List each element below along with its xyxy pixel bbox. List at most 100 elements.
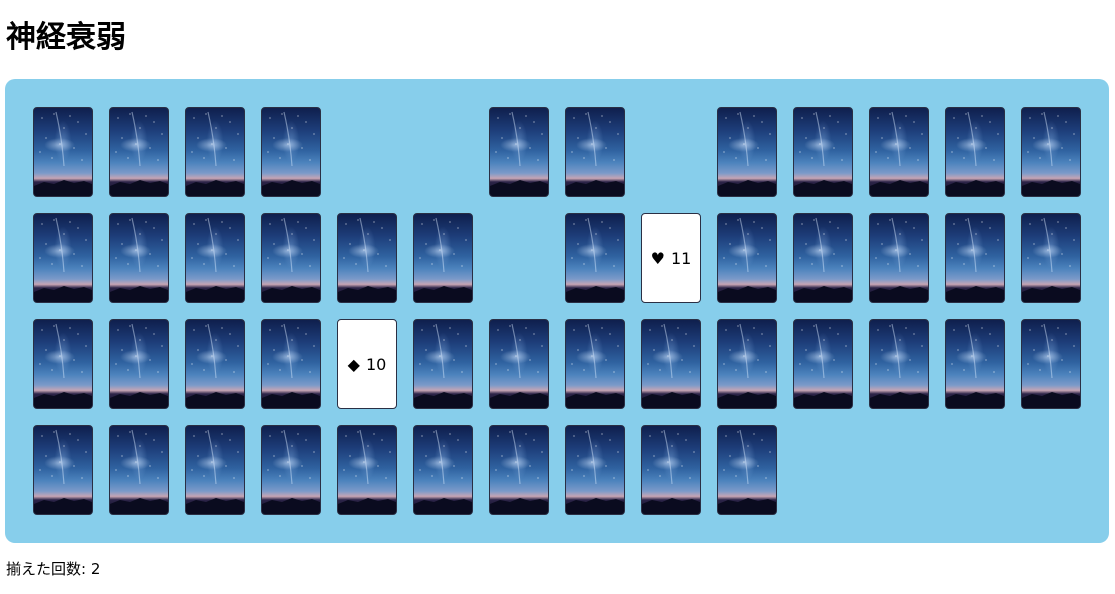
card-back[interactable]: [641, 425, 701, 515]
card-back[interactable]: [717, 107, 777, 197]
card-back[interactable]: [33, 107, 93, 197]
card-back[interactable]: [945, 107, 1005, 197]
card-back[interactable]: [945, 319, 1005, 409]
card-back[interactable]: [1021, 107, 1081, 197]
card-back[interactable]: [565, 213, 625, 303]
card-back[interactable]: [413, 425, 473, 515]
night-sky-image: [946, 217, 1004, 302]
card-back[interactable]: [489, 107, 549, 197]
diamond-icon: ◆: [347, 354, 360, 374]
card-back[interactable]: [869, 213, 929, 303]
card-back[interactable]: [793, 213, 853, 303]
night-sky-image: [794, 111, 852, 196]
card-back[interactable]: [261, 319, 321, 409]
night-sky-image: [566, 111, 624, 196]
night-sky-image: [870, 217, 928, 302]
card-face[interactable]: ◆10: [337, 319, 397, 409]
card-back[interactable]: [33, 425, 93, 515]
night-sky-image: [34, 217, 92, 302]
game-board: ♥11 ◆10: [5, 79, 1109, 543]
night-sky-image: [794, 217, 852, 302]
card-back[interactable]: [413, 319, 473, 409]
night-sky-image: [338, 217, 396, 302]
card-back[interactable]: [489, 425, 549, 515]
night-sky-image: [946, 111, 1004, 196]
card-back[interactable]: [717, 213, 777, 303]
night-sky-image: [946, 323, 1004, 408]
card-back[interactable]: [109, 319, 169, 409]
card-back[interactable]: [337, 213, 397, 303]
card-back[interactable]: [261, 425, 321, 515]
night-sky-image: [34, 323, 92, 408]
night-sky-image: [870, 111, 928, 196]
night-sky-image: [110, 111, 168, 196]
card-back[interactable]: [1021, 319, 1081, 409]
night-sky-image: [110, 323, 168, 408]
night-sky-image: [414, 323, 472, 408]
night-sky-image: [490, 323, 548, 408]
card-back[interactable]: [565, 319, 625, 409]
night-sky-image: [186, 111, 244, 196]
night-sky-image: [186, 429, 244, 514]
night-sky-image: [186, 217, 244, 302]
night-sky-image: [794, 323, 852, 408]
card-back[interactable]: [1021, 213, 1081, 303]
card-back[interactable]: [33, 213, 93, 303]
card-back[interactable]: [565, 425, 625, 515]
night-sky-image: [718, 217, 776, 302]
night-sky-image: [642, 429, 700, 514]
card-back[interactable]: [641, 319, 701, 409]
night-sky-image: [34, 111, 92, 196]
card-back[interactable]: [869, 107, 929, 197]
card-back[interactable]: [717, 319, 777, 409]
night-sky-image: [870, 323, 928, 408]
night-sky-image: [718, 111, 776, 196]
match-count-label: 揃えた回数:: [6, 560, 87, 578]
night-sky-image: [186, 323, 244, 408]
card-back[interactable]: [261, 213, 321, 303]
card-back[interactable]: [109, 425, 169, 515]
card-back[interactable]: [185, 213, 245, 303]
card-back[interactable]: [109, 213, 169, 303]
night-sky-image: [566, 429, 624, 514]
card-back[interactable]: [869, 319, 929, 409]
card-back[interactable]: [793, 319, 853, 409]
card-back[interactable]: [185, 319, 245, 409]
night-sky-image: [490, 429, 548, 514]
night-sky-image: [566, 323, 624, 408]
card-back[interactable]: [565, 107, 625, 197]
card-rank: 10: [365, 354, 387, 374]
night-sky-image: [414, 217, 472, 302]
card-back[interactable]: [185, 107, 245, 197]
card-back[interactable]: [717, 425, 777, 515]
card-back[interactable]: [109, 107, 169, 197]
card-back[interactable]: [945, 213, 1005, 303]
night-sky-image: [1022, 323, 1080, 408]
page-title: 神経衰弱: [6, 20, 126, 55]
card-rank: 11: [670, 248, 692, 268]
night-sky-image: [1022, 217, 1080, 302]
card-back[interactable]: [185, 425, 245, 515]
night-sky-image: [262, 217, 320, 302]
night-sky-image: [110, 429, 168, 514]
night-sky-image: [338, 429, 396, 514]
card-back[interactable]: [33, 319, 93, 409]
card-back[interactable]: [793, 107, 853, 197]
night-sky-image: [566, 217, 624, 302]
night-sky-image: [262, 111, 320, 196]
night-sky-image: [110, 217, 168, 302]
night-sky-image: [262, 323, 320, 408]
night-sky-image: [718, 323, 776, 408]
night-sky-image: [262, 429, 320, 514]
heart-icon: ♥: [650, 248, 665, 268]
card-face[interactable]: ♥11: [641, 213, 701, 303]
card-back[interactable]: [489, 319, 549, 409]
card-back[interactable]: [413, 213, 473, 303]
card-back[interactable]: [261, 107, 321, 197]
match-count: 揃えた回数: 2: [6, 558, 100, 579]
match-count-value: 2: [90, 560, 101, 578]
card-back[interactable]: [337, 425, 397, 515]
night-sky-image: [642, 323, 700, 408]
night-sky-image: [1022, 111, 1080, 196]
night-sky-image: [414, 429, 472, 514]
